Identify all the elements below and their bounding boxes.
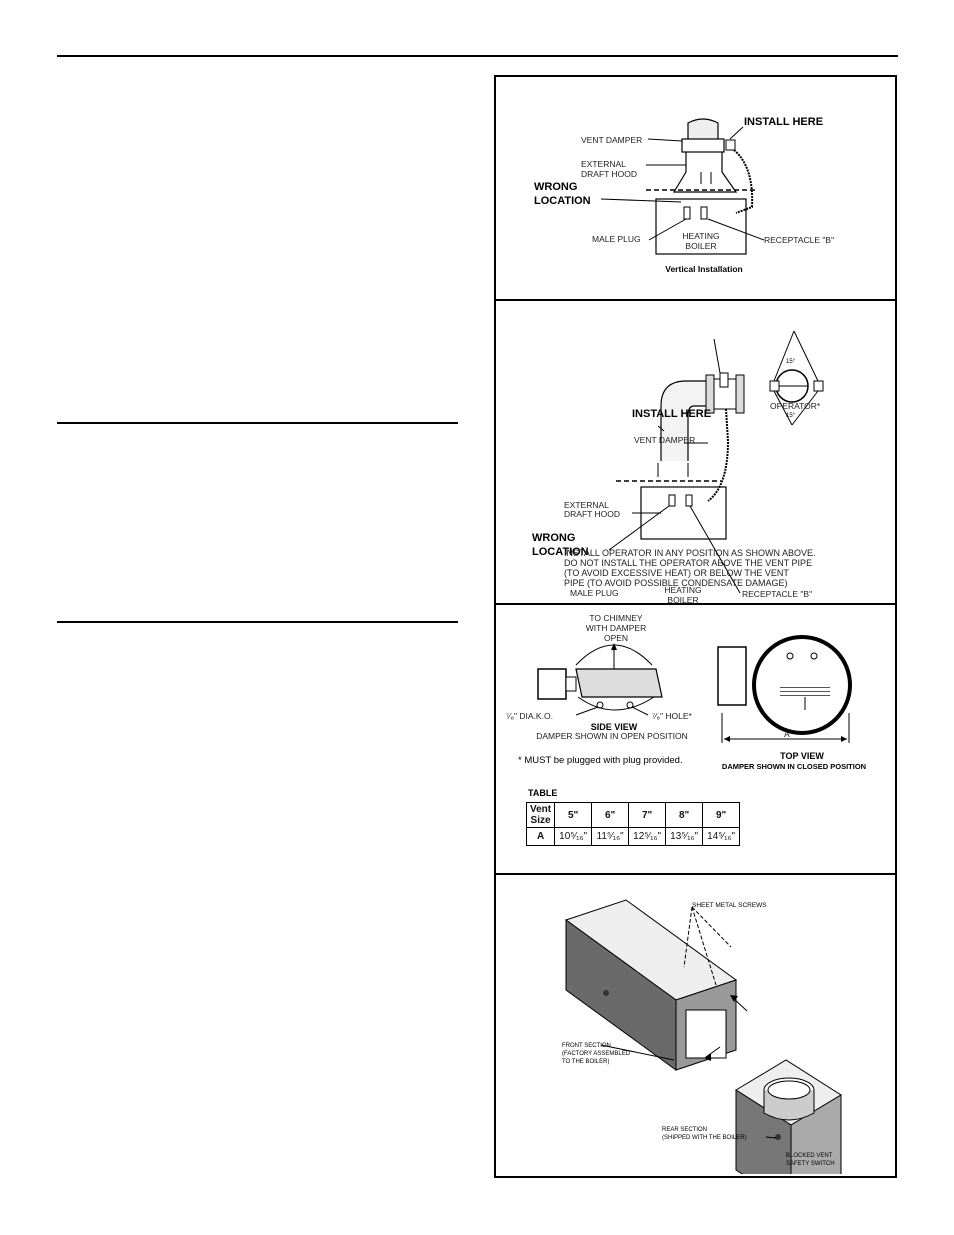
- wrong-location-label-2: LOCATION: [532, 546, 589, 558]
- vent-damper-label: VENT DAMPER: [634, 435, 695, 445]
- figure-vertical-installation: INSTALL HERE VENT DAMPER EXTERNAL DRAFT …: [496, 77, 895, 301]
- to-chimney-label-1: TO CHIMNEY: [589, 613, 643, 623]
- boiler-label: BOILER: [667, 595, 698, 603]
- table-row: A 10⁵⁄₁₆" 11⁵⁄₁₆" 12⁵⁄₁₆" 13⁵⁄₁₆" 14⁵⁄₁₆…: [525, 827, 741, 846]
- external-draft-hood-label-2: DRAFT HOOD: [581, 169, 637, 179]
- table-cell: 9": [702, 802, 741, 828]
- table-cell: 8": [665, 802, 704, 828]
- to-chimney-label-3: OPEN: [604, 633, 628, 643]
- header-rule: [57, 55, 898, 57]
- note-line-4: PIPE (TO AVOID POSSIBLE CONDENSATE DAMAG…: [564, 578, 788, 588]
- front-section-label-1: FRONT SECTION: [562, 1043, 611, 1049]
- side-view-sublabel: DAMPER SHOWN IN OPEN POSITION: [536, 731, 688, 741]
- note-line-1: INSTALL OPERATOR IN ANY POSITION AS SHOW…: [564, 548, 816, 558]
- vent-label: Vent: [530, 804, 552, 815]
- horizontal-installation-diagram: INSTALL HERE OPERATOR* VENT DAMPER EXTER…: [532, 330, 824, 603]
- section-rule-2: [57, 621, 458, 623]
- boiler-label: BOILER: [685, 241, 716, 251]
- heating-label: HEATING: [664, 585, 701, 595]
- blocked-vent-label-1: BLOCKED VENT: [786, 1153, 833, 1159]
- angle-top-label: 15°: [786, 359, 796, 365]
- operator-install-note: INSTALL OPERATOR IN ANY POSITION AS SHOW…: [564, 548, 816, 588]
- male-plug-label: MALE PLUG: [570, 588, 619, 598]
- receptacle-b-label: RECEPTACLE "B": [742, 589, 812, 599]
- male-plug-label: MALE PLUG: [592, 234, 641, 244]
- must-plug-note: * MUST be plugged with plug provided.: [518, 755, 683, 766]
- note-line-2: DO NOT INSTALL THE OPERATOR ABOVE THE VE…: [564, 558, 813, 568]
- hole-label: ⁷⁄₈" HOLE*: [652, 711, 693, 721]
- rear-section-label-1: REAR SECTION: [662, 1127, 707, 1133]
- figure-column: INSTALL HERE VENT DAMPER EXTERNAL DRAFT …: [494, 75, 897, 1178]
- sheet-metal-screws-label: SHEET METAL SCREWS: [692, 902, 767, 909]
- vertical-installation-diagram: INSTALL HERE VENT DAMPER EXTERNAL DRAFT …: [534, 116, 834, 274]
- figure-vent-assembly: SHEET METAL SCREWS FRONT SECTION (FACTOR…: [496, 875, 895, 1176]
- table-cell: 13⁵⁄₁₆": [665, 827, 704, 846]
- front-section-label-2: (FACTORY ASSEMBLED: [562, 1051, 631, 1057]
- vent-damper-label: VENT DAMPER: [581, 135, 642, 145]
- wrong-location-label-1: WRONG: [534, 181, 577, 193]
- external-draft-hood-label-1: EXTERNAL: [564, 500, 609, 510]
- angle-bottom-label: 15°: [786, 413, 796, 419]
- side-view-label: SIDE VIEW: [591, 722, 638, 732]
- top-view-label: TOP VIEW: [780, 751, 824, 761]
- to-chimney-label-2: WITH DAMPER: [586, 623, 646, 633]
- table-title: TABLE: [528, 788, 557, 798]
- install-here-label: INSTALL HERE: [744, 116, 823, 128]
- dim-a-label: A: [784, 729, 790, 739]
- size-label: Size: [530, 815, 551, 826]
- table-row-label: A: [525, 827, 556, 846]
- rear-section-label-2: (SHIPPED WITH THE BOILER): [662, 1135, 747, 1141]
- figure-horizontal-installation: INSTALL HERE OPERATOR* VENT DAMPER EXTER…: [496, 301, 895, 605]
- dia-ko-label: ⁷⁄₈" DIA.K.O.: [506, 711, 553, 721]
- table-cell: 6": [591, 802, 630, 828]
- external-draft-hood-label-1: EXTERNAL: [581, 159, 626, 169]
- blocked-vent-label-2: SAFETY SWITCH: [786, 1161, 835, 1167]
- install-here-label: INSTALL HERE: [632, 408, 711, 420]
- front-section-label-3: TO THE BOILER): [562, 1059, 609, 1065]
- table-cell: 12⁵⁄₁₆": [628, 827, 667, 846]
- table-cell: 7": [628, 802, 667, 828]
- section-rule-1: [57, 422, 458, 424]
- external-draft-hood-label-2: DRAFT HOOD: [564, 509, 620, 519]
- receptacle-b-label: RECEPTACLE "B": [764, 235, 834, 245]
- wrong-location-label-1: WRONG: [532, 532, 575, 544]
- table-cell: 10⁵⁄₁₆": [554, 827, 593, 846]
- note-line-3: (TO AVOID EXCESSIVE HEAT) OR BELOW THE V…: [564, 568, 789, 578]
- operator-label: OPERATOR*: [770, 401, 821, 411]
- figure-damper-views: TO CHIMNEY WITH DAMPER OPEN ⁷⁄₈" DIA.K.O…: [496, 605, 895, 875]
- table-cell: 14⁵⁄₁₆": [702, 827, 741, 846]
- table-cell: 11⁵⁄₁₆": [591, 827, 630, 846]
- vertical-installation-caption: Vertical Installation: [665, 264, 742, 274]
- table-cell: 5": [554, 802, 593, 828]
- heating-label: HEATING: [682, 231, 719, 241]
- damper-side-top-view-diagram: TO CHIMNEY WITH DAMPER OPEN ⁷⁄₈" DIA.K.O…: [506, 613, 866, 798]
- top-view-sublabel: DAMPER SHOWN IN CLOSED POSITION: [722, 762, 866, 771]
- vent-assembly-diagram: SHEET METAL SCREWS FRONT SECTION (FACTOR…: [562, 899, 842, 1176]
- wrong-location-label-2: LOCATION: [534, 195, 591, 207]
